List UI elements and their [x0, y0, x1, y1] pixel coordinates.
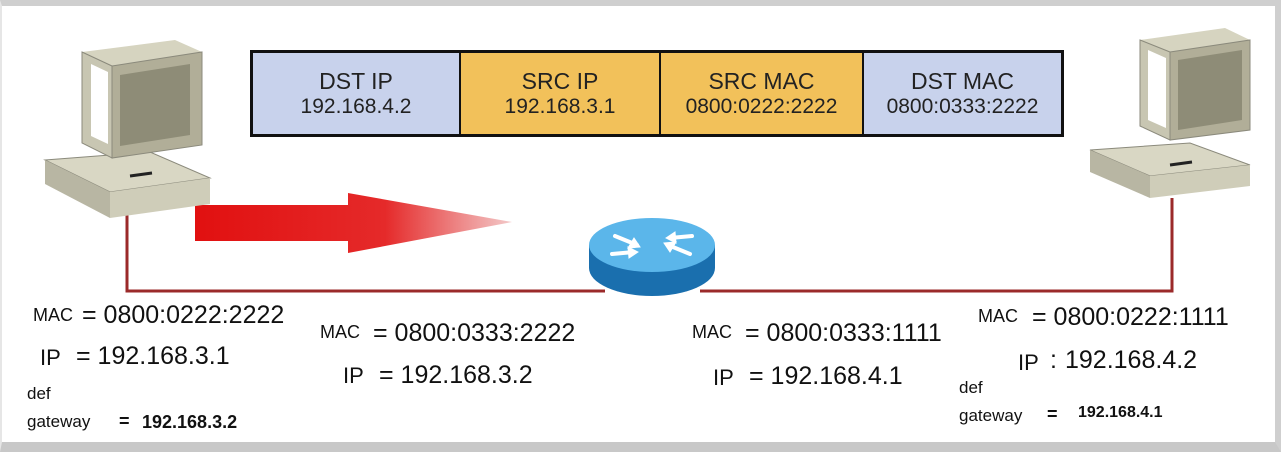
dst-mac-title: DST MAC [910, 67, 1015, 94]
left-host-def-label: def [27, 384, 51, 403]
router-left-mac-key: MAC [320, 322, 360, 342]
right-host-gateway-equals: = [1047, 404, 1058, 424]
src-mac-value: 0800:0222:2222 [685, 94, 838, 118]
left-host-gateway-equals: = [119, 411, 130, 431]
src-ip-value: 192.168.3.1 [504, 94, 616, 118]
dst-mac-value: 0800:0333:2222 [886, 94, 1039, 118]
computer-icon [1089, 28, 1251, 198]
dst-ip-value: 192.168.4.2 [300, 94, 412, 118]
left-host-ip-value: = 192.168.3.1 [76, 342, 230, 370]
router-left-ip-key: IP [343, 363, 364, 388]
src-mac-field: SRC MAC 0800:0222:2222 [661, 53, 864, 134]
left-host-mac-value: = 0800:0222:2222 [82, 301, 285, 329]
packet-header-table: DST IP 192.168.4.2 SRC IP 192.168.3.1 SR… [250, 50, 1064, 137]
router-left-ip-value: = 192.168.3.2 [379, 361, 533, 389]
right-host-gateway-key: gateway [959, 406, 1023, 425]
computer-icon [43, 40, 212, 218]
router-right-ip-value: = 192.168.4.1 [749, 362, 903, 390]
left-host-gateway-value: 192.168.3.2 [142, 412, 238, 432]
src-ip-title: SRC IP [521, 67, 599, 94]
dst-mac-field: DST MAC 0800:0333:2222 [864, 53, 1061, 134]
left-host-gateway-key: gateway [27, 412, 91, 431]
arrow-right-icon [195, 193, 512, 253]
router-right-ip-key: IP [713, 365, 734, 390]
dst-ip-title: DST IP [319, 67, 393, 94]
right-host-mac-key: MAC [978, 306, 1018, 326]
right-host-ip-value: 192.168.4.2 [1065, 346, 1198, 374]
network-link [125, 198, 1174, 293]
left-host-mac-key: MAC [33, 305, 73, 325]
right-host-ip-key: IP [1018, 350, 1039, 375]
right-host-mac-value: = 0800:0222:1111 [1032, 303, 1229, 331]
right-host-def-label: def [959, 378, 983, 397]
src-mac-title: SRC MAC [708, 67, 815, 94]
src-ip-field: SRC IP 192.168.3.1 [461, 53, 661, 134]
router-icon [589, 218, 715, 296]
router-right-mac-value: = 0800:0333:1111 [745, 319, 942, 347]
right-host-gateway-value: 192.168.4.1 [1078, 404, 1163, 421]
left-host-ip-key: IP [40, 345, 61, 370]
router-right-mac-key: MAC [692, 322, 732, 342]
dst-ip-field: DST IP 192.168.4.2 [253, 53, 461, 134]
router-left-mac-value: = 0800:0333:2222 [373, 319, 576, 347]
right-host-ip-separator: : [1050, 346, 1057, 374]
